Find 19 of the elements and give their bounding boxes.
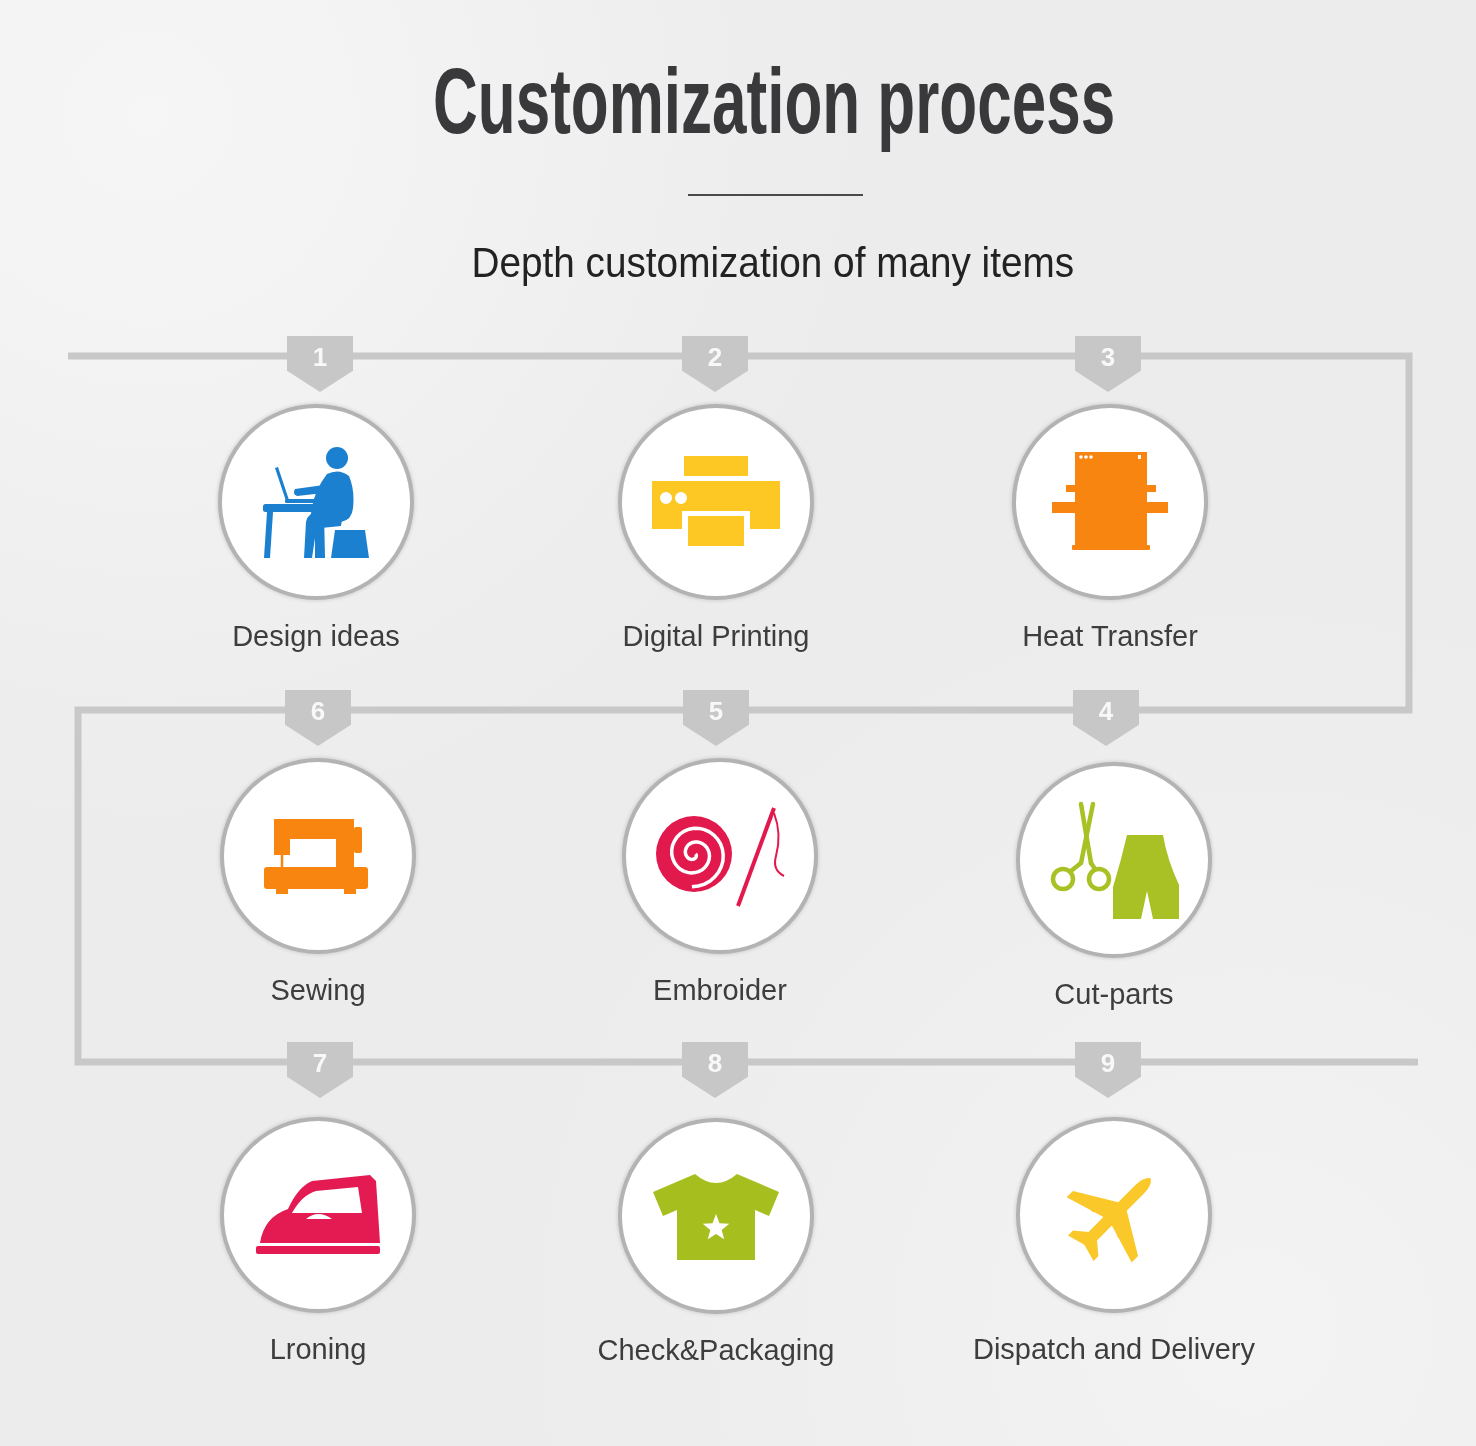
subtitle: Depth customization of many items bbox=[471, 238, 1075, 288]
step-label: Digital Printing bbox=[622, 619, 810, 653]
step-label: Cut-parts bbox=[1054, 977, 1174, 1011]
step-label: Dispatch and Delivery bbox=[972, 1332, 1256, 1366]
step-label: Check&Packaging bbox=[597, 1333, 835, 1367]
connector-line bbox=[748, 352, 1075, 360]
title: Customization process bbox=[433, 49, 1116, 154]
connector-line bbox=[749, 706, 1073, 714]
step-label: Embroider bbox=[653, 973, 787, 1007]
connector-line bbox=[353, 1058, 682, 1066]
step-label: Lroning bbox=[269, 1332, 367, 1366]
connector-line bbox=[748, 1058, 1075, 1066]
step-label: Sewing bbox=[270, 973, 366, 1007]
step-label: Heat Transfer bbox=[1022, 619, 1198, 653]
step-label: Design ideas bbox=[232, 619, 400, 653]
connector-line bbox=[351, 706, 683, 714]
connector-line bbox=[74, 706, 287, 1066]
connector-line bbox=[1139, 352, 1413, 714]
connector-line bbox=[353, 352, 682, 360]
